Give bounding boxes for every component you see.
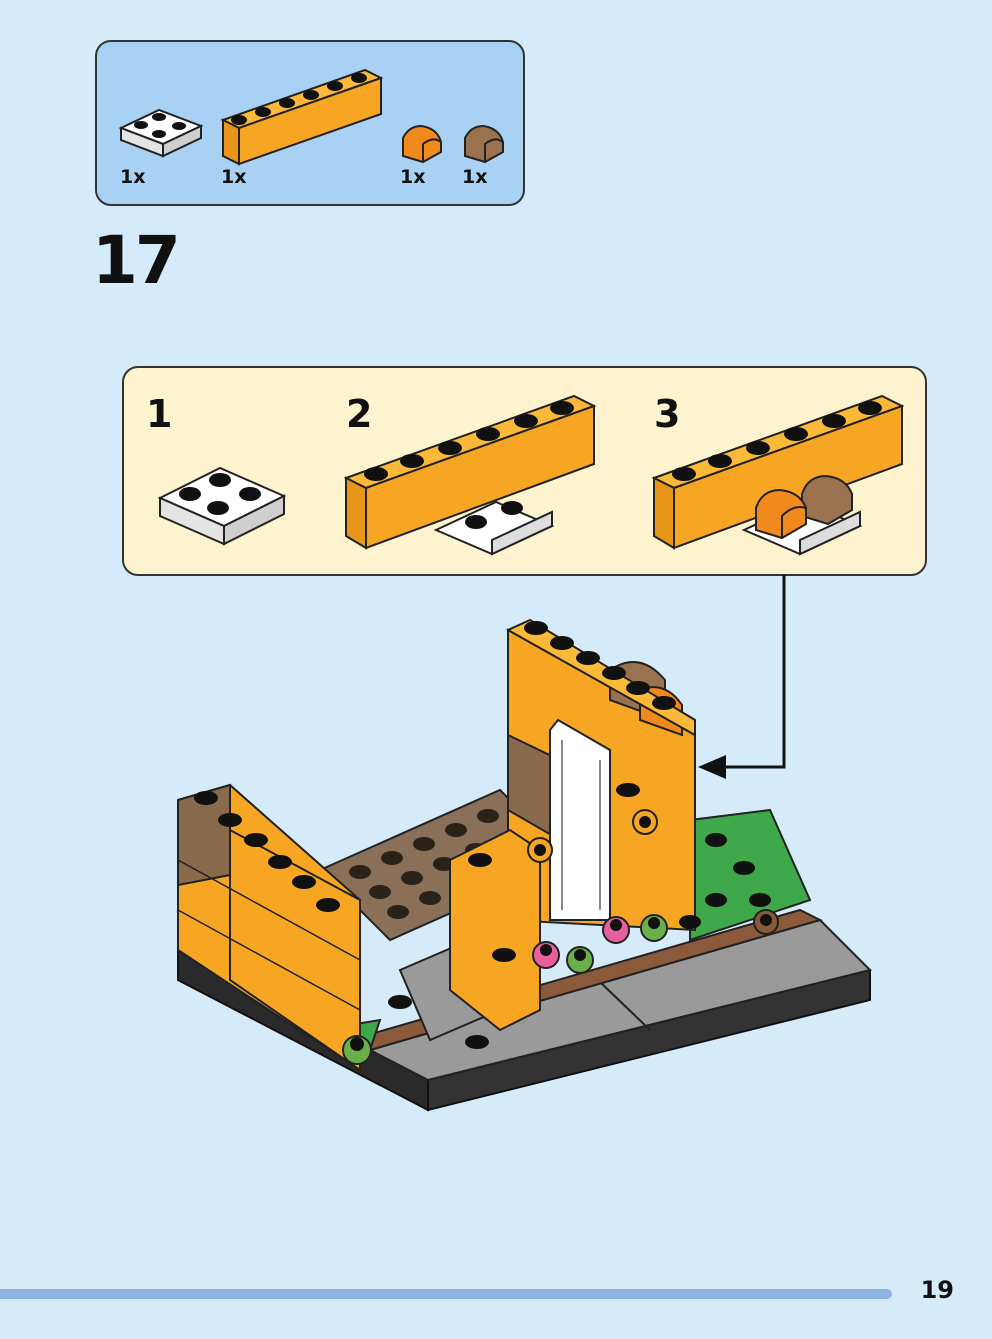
page-number: 19 (920, 1276, 954, 1304)
sub-step-3-assembly-icon (651, 394, 905, 556)
step-number: 17 (92, 222, 181, 299)
callout-arrow (698, 575, 786, 779)
white-plate-2x2-icon (118, 108, 204, 158)
sub-step-1-number: 1 (146, 392, 173, 436)
qty-orange-slope: 1x (400, 166, 426, 188)
main-model-illustration (177, 618, 872, 1112)
footer-progress-bar (0, 1289, 892, 1299)
qty-white-plate: 1x (120, 166, 146, 188)
qty-orange-brick: 1x (221, 166, 247, 188)
sub-step-3-number: 3 (654, 392, 681, 436)
sub-assembly-box: 1 2 3 (122, 366, 927, 576)
sub-step-2-assembly-icon (343, 394, 597, 556)
orange-brick-1x6-icon (220, 68, 384, 166)
sub-step-1-white-plate-icon (157, 466, 287, 546)
orange-slope-icon (402, 124, 442, 164)
brown-slope-icon (464, 124, 504, 164)
qty-brown-slope: 1x (462, 166, 488, 188)
sub-step-2-number: 2 (346, 392, 373, 436)
parts-list-box: 1x 1x 1x 1x (95, 40, 525, 206)
